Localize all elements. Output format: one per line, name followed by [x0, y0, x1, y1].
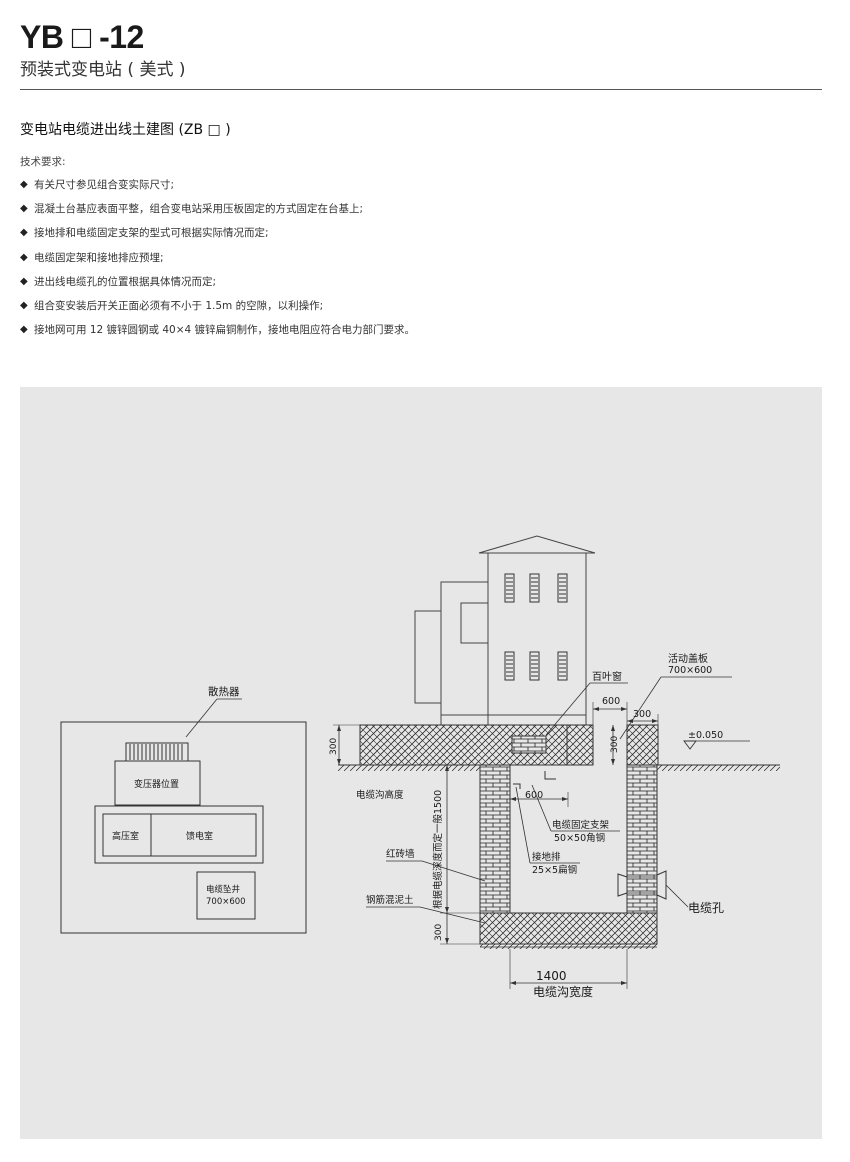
- cable-hole-leader: [665, 884, 689, 908]
- cable-hole-icon: [617, 870, 667, 900]
- requirement-text: 接地排和电缆固定支架的型式可根据实际情况而定;: [34, 227, 269, 240]
- cable-well-box: [196, 871, 256, 920]
- brick-wall-right: [626, 764, 658, 914]
- rc-concrete-label: 钢筋混泥土: [366, 894, 414, 906]
- dim-300-right: 300: [610, 736, 620, 753]
- requirement-text: 有关尺寸参见组合变实际尺寸;: [34, 179, 175, 191]
- high-voltage-room-label: 高压室: [112, 830, 139, 842]
- requirement-item: ◆ 组合变安装后开关正面必须有不小于 1.5m 的空隙，以利操作;: [20, 298, 415, 322]
- louver-leader: [545, 682, 591, 736]
- cable-well-label: 电缆坠井: [206, 884, 240, 895]
- requirement-text: 混凝土台基应表面平整，组合变电站采用压板固定的方式固定在台基上;: [34, 203, 364, 216]
- requirement-item: ◆ 接地网可用 12 镀锌圆钢或 40×4 镀锌扁铜制作，接地电阻应符合电力部门要…: [20, 322, 415, 346]
- trench-height-label: 电缆沟高度: [356, 789, 404, 801]
- transformer-box: [114, 760, 201, 806]
- dim-300-top: 300: [633, 709, 651, 720]
- concrete-base-right: [626, 724, 659, 766]
- diamond-bullet-icon: ◆: [20, 251, 28, 263]
- requirement-text: 电缆固定架和接地排应预埋;: [34, 251, 164, 264]
- movable-cover-size: 700×600: [668, 665, 712, 676]
- feeder-room-label: 馈电室: [186, 830, 213, 842]
- diamond-bullet-icon: ◆: [20, 203, 28, 215]
- requirement-item: ◆ 接地排和电缆固定支架的型式可根据实际情况而定;: [20, 225, 415, 249]
- dim-300-left: 300: [329, 738, 339, 755]
- requirements-heading: 技术要求:: [20, 156, 66, 168]
- louver-window-label: 百叶窗: [592, 670, 622, 683]
- requirements-list: ◆ 有关尺寸参见组合变实际尺寸; ◆ 混凝土台基应表面平整，组合变电站采用压板固定的…: [20, 177, 415, 346]
- cable-bracket-icon: [513, 771, 556, 789]
- section-title: 变电站电缆进出线土建图 (ZB □ ): [20, 122, 231, 138]
- requirement-text: 接地网可用 12 镀锌圆钢或 40×4 镀锌扁铜制作，接地电阻应符合电力部门要求…: [34, 324, 416, 337]
- switchgear-inner: [102, 813, 257, 857]
- diamond-bullet-icon: ◆: [20, 299, 28, 311]
- requirement-text: 进出线电缆孔的位置根据具体情况而定;: [34, 275, 217, 288]
- product-subtitle: 预装式变电站 ( 美式 ): [20, 60, 186, 80]
- title-divider: [20, 89, 822, 90]
- louver-window-box: [511, 735, 547, 754]
- brick-wall-left: [479, 764, 511, 914]
- section-view: 电缆孔 百叶窗 活动盖板 700×600 600: [329, 535, 780, 999]
- radiator-leader: [185, 698, 218, 738]
- bracket-label: 电缆固定支架: [552, 819, 610, 831]
- substation-enclosure: [414, 535, 596, 726]
- dim-600-bracket: 600: [525, 790, 543, 801]
- radiator-label: 散热器: [208, 685, 240, 698]
- trench-width-value: 1400: [536, 969, 567, 983]
- requirement-item: ◆ 混凝土台基应表面平整，组合变电站采用压板固定的方式固定在台基上;: [20, 201, 415, 225]
- requirement-item: ◆ 进出线电缆孔的位置根据具体情况而定;: [20, 274, 415, 298]
- cover-leader: [619, 676, 662, 740]
- diamond-bullet-icon: ◆: [20, 324, 28, 336]
- trench-width-label: 电缆沟宽度: [533, 984, 593, 999]
- movable-cover-label: 活动盖板: [668, 652, 708, 665]
- plan-view: 散热器 变压器位置 高压室 馈电室 电缆坠井 700×600: [60, 685, 307, 934]
- cable-well-size: 700×600: [206, 897, 246, 907]
- transformer-position-label: 变压器位置: [134, 778, 179, 790]
- civil-construction-drawing: 散热器 变压器位置 高压室 馈电室 电缆坠井 700×600: [60, 535, 780, 999]
- diamond-bullet-icon: ◆: [20, 227, 28, 239]
- drawing-panel: 散热器 变压器位置 高压室 馈电室 电缆坠井 700×600: [20, 387, 822, 1139]
- brick-wall-label: 红砖墙: [386, 848, 415, 860]
- diamond-bullet-icon: ◆: [20, 179, 28, 190]
- elevation-marker-icon: [683, 740, 750, 750]
- cable-hole-label: 电缆孔: [688, 901, 724, 915]
- requirement-item: ◆ 电缆固定架和接地排应预埋;: [20, 250, 415, 274]
- diamond-bullet-icon: ◆: [20, 275, 28, 287]
- requirement-text: 组合变安装后开关正面必须有不小于 1.5m 的空隙，以利操作;: [34, 299, 324, 312]
- bracket-spec: 50×50角钢: [554, 832, 605, 844]
- radiator-fins-icon: [125, 742, 189, 762]
- concrete-base-mid: [566, 724, 594, 766]
- ground-bar-spec: 25×5扁钢: [532, 864, 577, 876]
- requirement-item: ◆ 有关尺寸参见组合变实际尺寸;: [20, 177, 415, 201]
- product-title: YB □ -12: [20, 19, 144, 55]
- ground-bar-label: 接地排: [532, 851, 561, 863]
- plan-outline: [60, 721, 307, 934]
- rc-bottom-slab: [479, 912, 658, 945]
- dim-600-top: 600: [602, 696, 620, 707]
- depth-note-label: 根据电缆深度而定一般1500: [432, 790, 444, 909]
- vent-louver-icon: [504, 573, 568, 681]
- dim-300-bottom: 300: [434, 924, 444, 941]
- elevation-label: ±0.050: [688, 730, 723, 741]
